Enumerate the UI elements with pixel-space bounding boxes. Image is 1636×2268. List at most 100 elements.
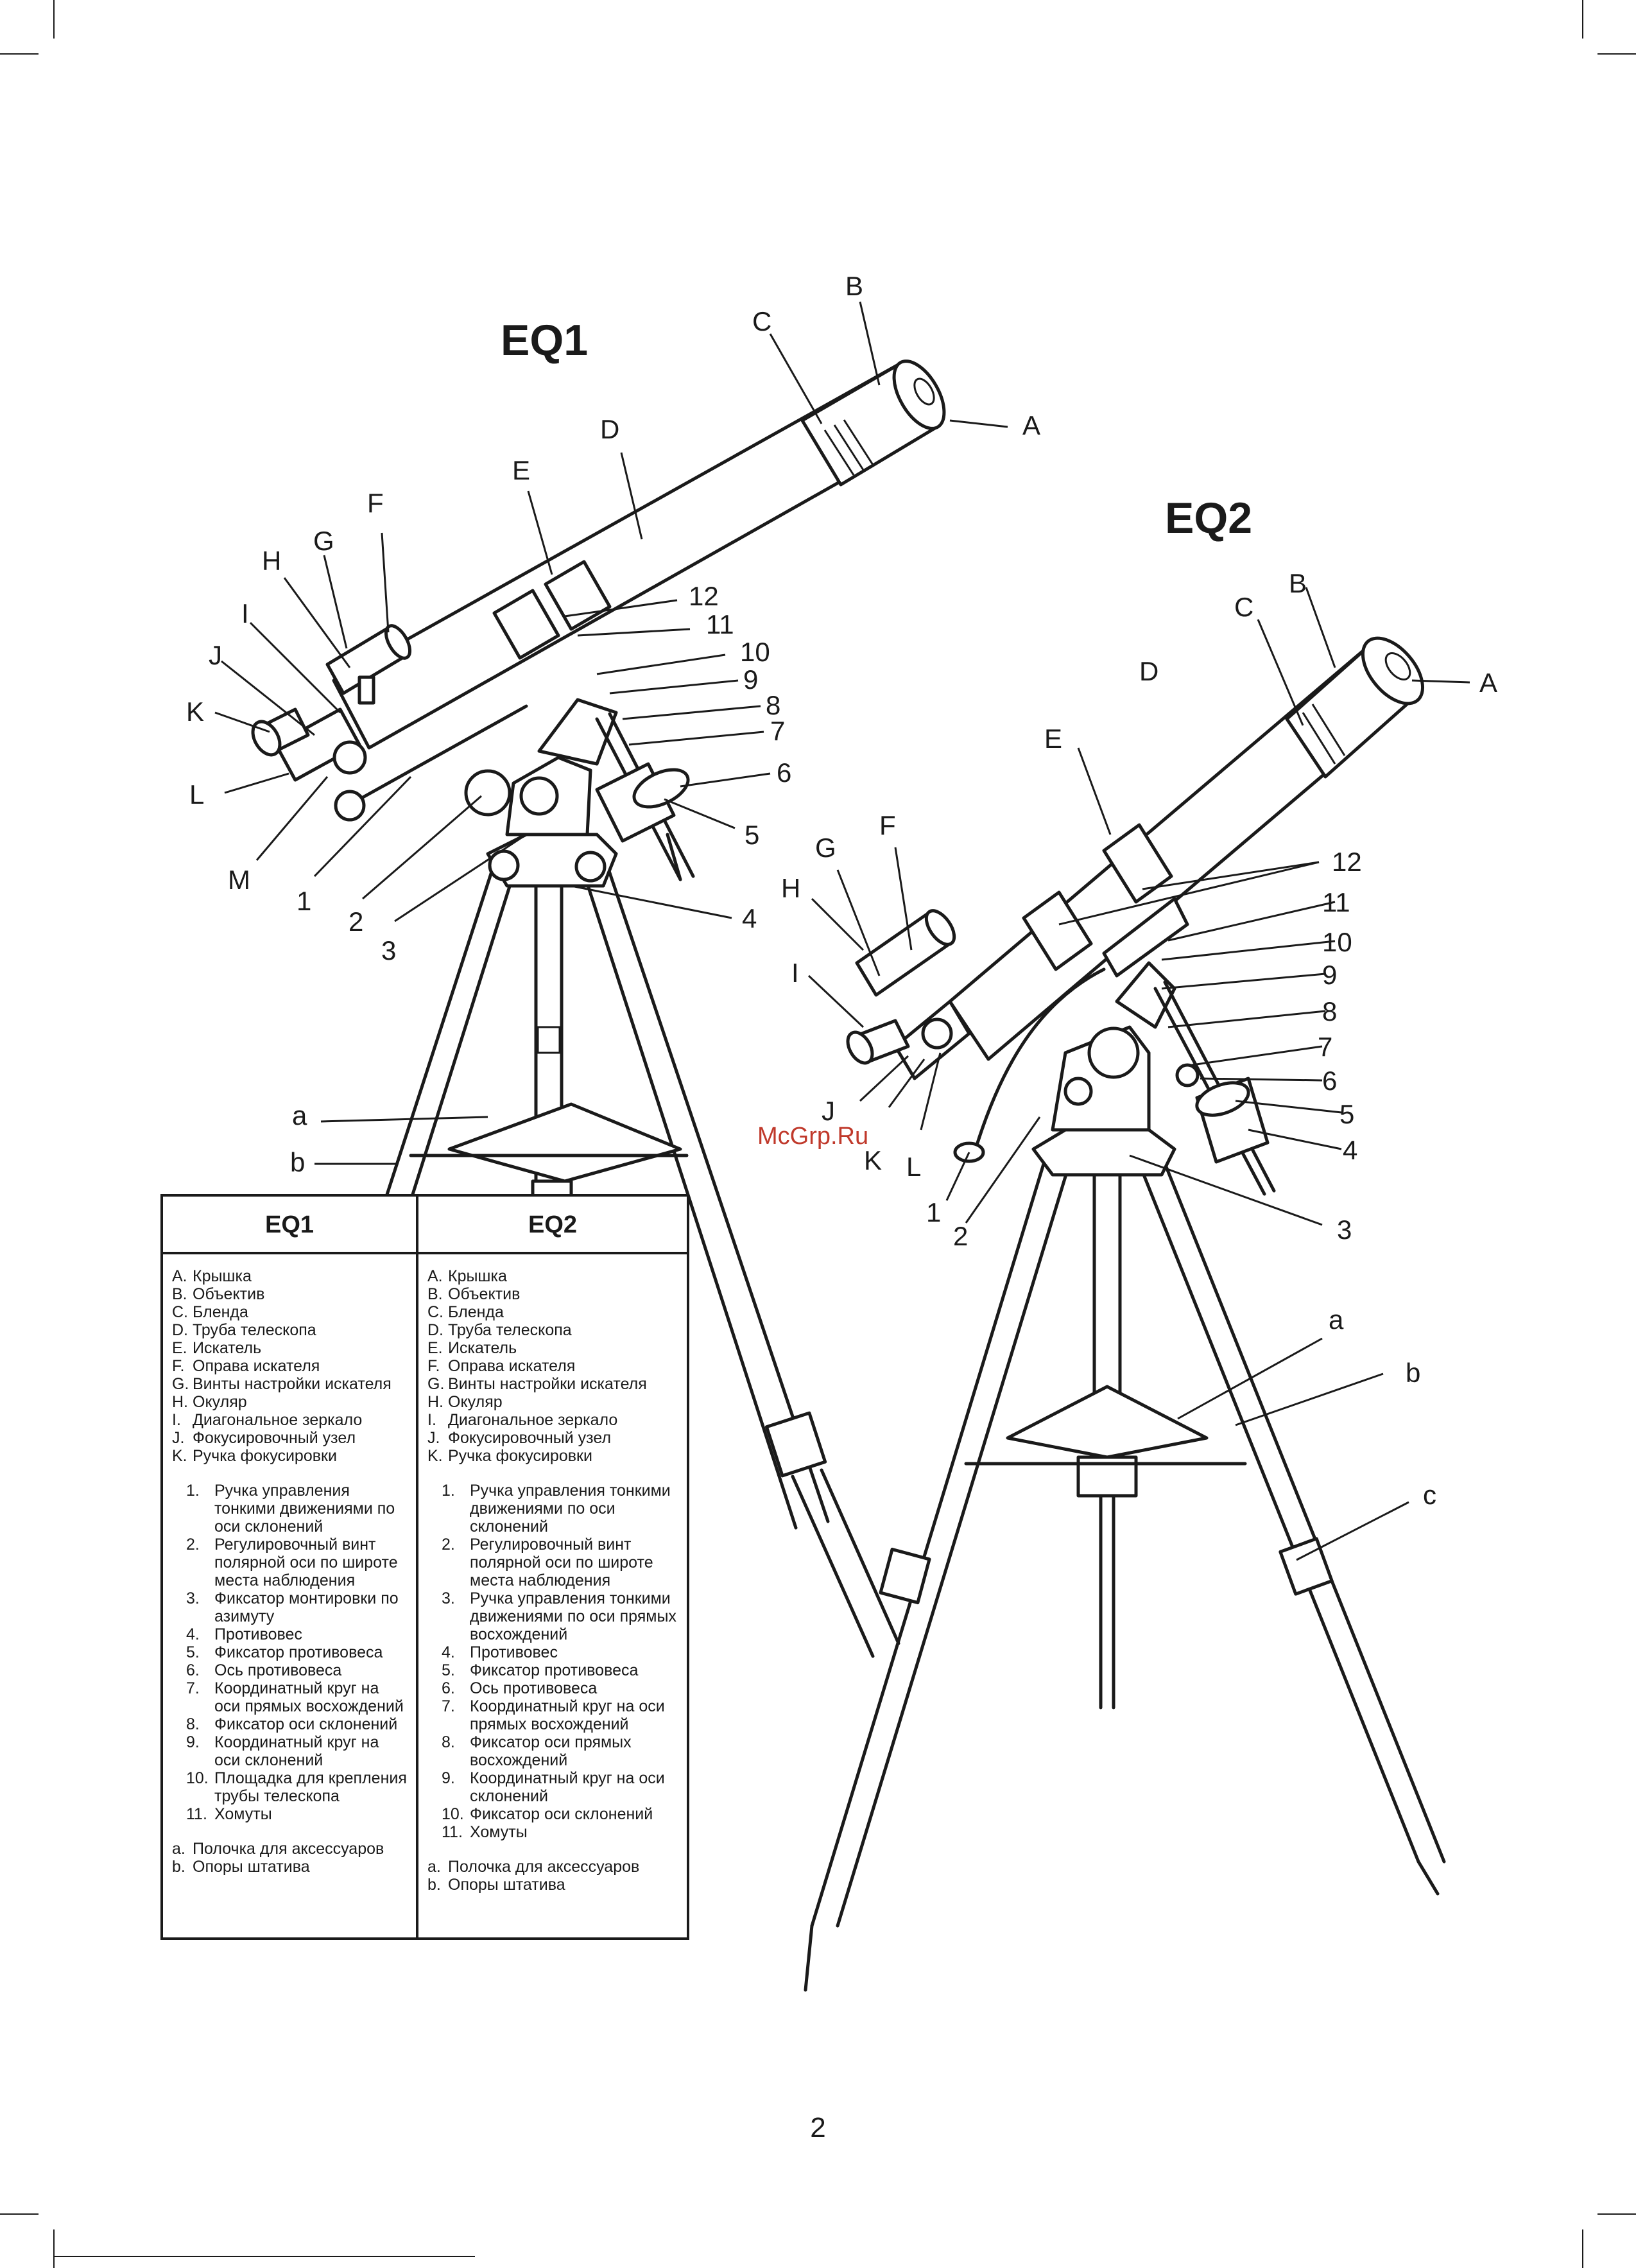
legend-item: 10. Площадка для крепления трубы телескоп… [172,1769,408,1805]
legend-item-text: Регулировочный винт полярной оси по широ… [470,1536,653,1589]
legend-item-key: 7. [186,1679,200,1697]
legend-item-text: Полочка для аксессуаров [448,1858,640,1876]
legend-item-key: b. [172,1858,185,1876]
legend-item: 3.Ручка управления тонкими движениями по… [427,1589,679,1643]
legend-item-text: Фиксатор противовеса [470,1661,639,1679]
eq1-callout-K: K [186,697,204,727]
legend-item-text: Фиксатор оси склонений [214,1715,398,1733]
legend-item: 4.Противовес [172,1625,408,1643]
eq1-callout-4: 4 [742,903,757,933]
eq2-callout-6: 6 [1322,1066,1337,1096]
legend-item-key: C. [427,1303,443,1321]
legend-item: K. Ручка фокусировки [172,1447,408,1465]
legend-item: 7.Координатный круг на оси прямых восхож… [427,1697,679,1733]
eq1-callout-a: a [292,1100,307,1130]
legend-item-key: K. [172,1447,187,1465]
eq1-callout-C: C [752,306,771,336]
legend-item: B.Объектив [172,1285,408,1303]
page-number: 2 [810,2112,826,2143]
legend-item-key: 10. [186,1769,209,1787]
legend-item-text: Труба телескопа [448,1321,572,1339]
legend-item-key: D. [172,1321,188,1339]
eq1-callout-D: D [600,414,619,444]
legend-item-text: Регулировочный винт полярной оси по широ… [214,1536,398,1589]
eq2-callout-c: c [1423,1480,1436,1510]
legend-item-text: Бленда [448,1303,504,1321]
legend-item: b.Опоры штатива [427,1876,679,1894]
legend-item-text: Координатный круг на оси прямых восхожде… [470,1697,665,1733]
legend-item-text: Хомуты [470,1823,528,1841]
legend-item-text: Противовес [470,1643,558,1661]
legend-item-text: Ручка фокусировки [448,1447,592,1465]
legend-item-key: A. [172,1267,187,1285]
legend-item-text: Диагональное зеркало [193,1411,363,1429]
legend-item-text: Ручка управления тонкими движениями по о… [214,1482,395,1536]
legend-item-text: Фиксатор оси прямых восхождений [470,1733,632,1769]
legend-item-key: F. [427,1357,440,1375]
legend-item: A.Крышка [427,1267,679,1285]
legend-item: C. Бленда [427,1303,679,1321]
watermark: McGrp.Ru [757,1123,868,1150]
legend-item-text: Фиксатор монтировки по азимуту [214,1589,399,1625]
legend-item-text: Фокусировочный узел [448,1429,612,1447]
legend-item-key: I. [172,1411,181,1429]
eq1-callout-10: 10 [740,637,770,667]
legend-item: J.Фокусировочный узел [427,1429,679,1447]
legend-item: G.Винты настройки искателя [172,1375,408,1393]
legend-item-key: J. [172,1429,185,1447]
legend-item-key: a. [427,1858,441,1876]
legend-item-key: 2. [442,1536,455,1554]
eq1-callout-J: J [209,640,222,670]
legend-item-key: G. [427,1375,445,1393]
legend-item-text: Ручка фокусировки [193,1447,337,1465]
eq1-title: EQ1 [501,316,588,365]
legend-item-key: 5. [186,1643,200,1661]
eq2-callout-I: I [791,958,799,988]
eq2-leader-lines [807,587,1470,1561]
eq1-callout-M: M [228,865,250,895]
eq2-title: EQ2 [1165,494,1252,542]
eq2-callout-2: 2 [953,1221,968,1251]
legend-item-key: 9. [442,1769,455,1787]
legend-item-key: 10. [442,1805,464,1823]
legend-item-key: 8. [186,1715,200,1733]
legend-item-text: Бленда [193,1303,248,1321]
eq1-callout-I: I [241,598,249,628]
legend-item: C. Бленда [172,1303,408,1321]
eq2-callout-12: 12 [1332,847,1362,877]
legend-item-key: 3. [186,1589,200,1607]
legend-item-text: Полочка для аксессуаров [193,1840,384,1858]
legend-item-key: 11. [442,1823,463,1841]
legend-item-key: 1. [442,1482,455,1500]
eq2-callout-B: B [1289,568,1307,598]
legend-item-text: Фиксатор оси склонений [470,1805,653,1823]
legend-item-text: Фиксатор противовеса [214,1643,383,1661]
legend-item-text: Винты настройки искателя [448,1375,647,1393]
legend-spacer [427,1465,679,1482]
legend-item-key: 9. [186,1733,200,1751]
eq2-callout-a: a [1329,1304,1344,1335]
legend-item: F.Оправа искателя [172,1357,408,1375]
legend-item: G.Винты настройки искателя [427,1375,679,1393]
eq2-callout-7: 7 [1318,1032,1332,1062]
legend-item-key: 8. [442,1733,455,1751]
legend-item-key: 1. [186,1482,200,1500]
legend-item: E.Искатель [427,1339,679,1357]
legend-item-key: 5. [442,1661,455,1679]
legend-item-key: 6. [186,1661,200,1679]
legend-item: b. Опоры штатива [172,1858,408,1876]
legend-item-text: Координатный круг на оси прямых восхожде… [214,1679,404,1715]
legend-item-text: Окуляр [448,1393,503,1411]
legend-item: H.Окуляр [427,1393,679,1411]
legend-item: a.Полочка для аксессуаров [172,1840,408,1858]
legend-item-key: 11. [186,1805,207,1823]
legend-item-text: Площадка для крепления трубы телескопа [214,1769,407,1805]
legend-item-key: C. [172,1303,188,1321]
legend-item-key: 4. [186,1625,200,1643]
legend-item: F.Оправа искателя [427,1357,679,1375]
legend-item-key: G. [172,1375,189,1393]
legend-item-text: Опоры штатива [193,1858,310,1876]
eq2-callout-10: 10 [1322,927,1352,957]
